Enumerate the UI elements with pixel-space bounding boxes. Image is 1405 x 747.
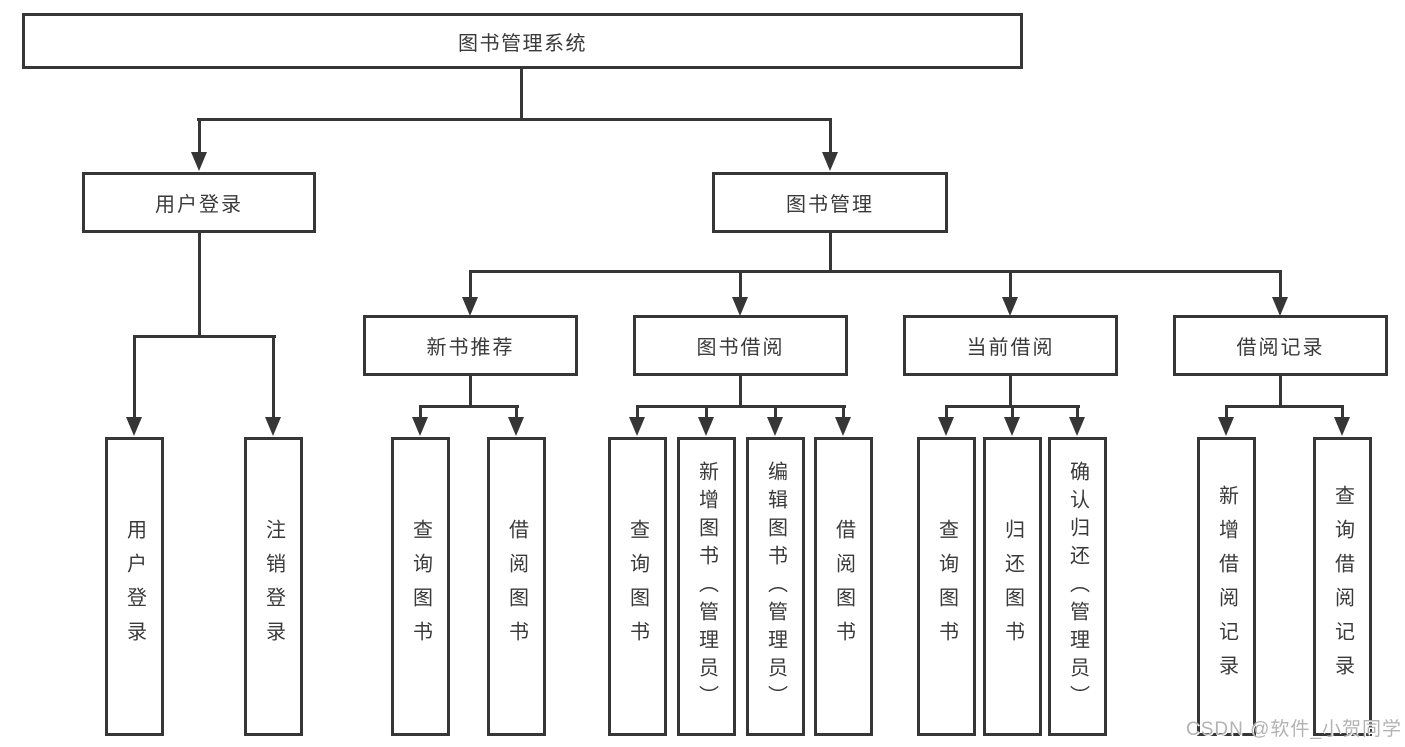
node-label: 图书管理 — [786, 194, 874, 216]
node-book-borrowing: 图书借阅 — [633, 315, 848, 376]
connector-line — [469, 270, 472, 299]
connector-line — [133, 335, 276, 338]
leaf-add-borrow-record: 新增借阅记录 — [1197, 437, 1256, 736]
arrow-down-icon — [265, 417, 281, 436]
connector-line — [829, 118, 832, 154]
connector-line — [520, 69, 523, 118]
connector-line — [945, 405, 948, 420]
arrow-down-icon — [822, 152, 838, 171]
connector-line — [739, 376, 742, 407]
leaf-edit-book-admin: 编辑图书（管理员） — [746, 437, 805, 736]
connector-line — [829, 233, 832, 273]
leaf-query-borrow-record: 查询借阅记录 — [1313, 437, 1372, 736]
connector-line — [469, 270, 1282, 273]
connector-line — [419, 405, 422, 420]
connector-line — [515, 405, 518, 420]
node-library-management-system: 图书管理系统 — [22, 13, 1023, 69]
connector-line — [1279, 270, 1282, 299]
leaf-borrow-books: 借阅图书 — [814, 437, 873, 736]
arrow-down-icon — [1334, 417, 1350, 436]
watermark: CSDN @软件_小贺同学 — [1186, 719, 1402, 740]
connector-line — [272, 335, 275, 419]
arrow-down-icon — [835, 417, 851, 436]
leaf-label: 查询图书 — [626, 518, 649, 655]
leaf-logout: 注销登录 — [244, 437, 303, 736]
leaf-add-book-admin: 新增图书（管理员） — [677, 437, 736, 736]
node-label: 借阅记录 — [1236, 337, 1325, 359]
node-current-borrowing: 当前借阅 — [903, 315, 1118, 376]
connector-line — [842, 405, 845, 420]
leaf-label: 借阅图书 — [832, 518, 855, 655]
arrow-down-icon — [412, 417, 428, 436]
leaf-borrow-books-recommend: 借阅图书 — [487, 437, 546, 736]
connector-line — [469, 376, 472, 407]
leaf-label: 查询图书 — [935, 518, 958, 655]
connector-line — [774, 405, 777, 420]
arrow-down-icon — [1218, 417, 1234, 436]
node-label: 用户登录 — [155, 194, 243, 216]
leaf-user-login: 用户登录 — [105, 437, 164, 736]
leaf-confirm-return-admin: 确认归还（管理员） — [1048, 437, 1107, 736]
connector-line — [1009, 270, 1012, 299]
connector-line — [1341, 405, 1344, 420]
connector-line — [1225, 405, 1228, 420]
leaf-label: 新增借阅记录 — [1215, 484, 1238, 689]
leaf-label: 注销登录 — [262, 518, 285, 655]
leaf-query-books-recommend: 查询图书 — [391, 437, 450, 736]
connector-line — [197, 118, 832, 121]
arrow-down-icon — [508, 417, 524, 436]
arrow-down-icon — [126, 417, 142, 436]
connector-line — [1076, 405, 1079, 420]
connector-line — [1011, 405, 1014, 420]
arrow-down-icon — [767, 417, 783, 436]
node-new-book-recommend: 新书推荐 — [363, 315, 578, 376]
connector-line — [1009, 376, 1012, 407]
connector-line — [133, 335, 136, 419]
connector-line — [1225, 405, 1344, 408]
node-user-login: 用户登录 — [82, 172, 316, 233]
leaf-label: 新增图书（管理员） — [695, 460, 718, 713]
leaf-label: 编辑图书（管理员） — [764, 460, 787, 713]
arrow-down-icon — [1069, 417, 1085, 436]
leaf-label: 归还图书 — [1001, 518, 1024, 655]
node-label: 图书管理系统 — [458, 32, 587, 55]
connector-line — [198, 233, 201, 335]
arrow-down-icon — [732, 297, 748, 316]
leaf-query-books-borrowing: 查询图书 — [608, 437, 667, 736]
node-label: 当前借阅 — [966, 337, 1055, 359]
leaf-return-book: 归还图书 — [983, 437, 1042, 736]
arrow-down-icon — [191, 152, 207, 171]
leaf-label: 用户登录 — [123, 518, 146, 655]
node-label: 新书推荐 — [426, 337, 515, 359]
arrow-down-icon — [1002, 297, 1018, 316]
arrow-down-icon — [938, 417, 954, 436]
arrow-down-icon — [1272, 297, 1288, 316]
leaf-label: 确认归还（管理员） — [1066, 460, 1089, 713]
arrow-down-icon — [629, 417, 645, 436]
leaf-label: 查询借阅记录 — [1331, 484, 1354, 689]
node-borrow-records: 借阅记录 — [1173, 315, 1388, 376]
connector-line — [198, 118, 201, 154]
node-book-management: 图书管理 — [712, 172, 948, 233]
connector-line — [705, 405, 708, 420]
leaf-label: 查询图书 — [409, 518, 432, 655]
connector-line — [636, 405, 846, 408]
arrow-down-icon — [698, 417, 714, 436]
connector-line — [636, 405, 639, 420]
arrow-down-icon — [462, 297, 478, 316]
arrow-down-icon — [1004, 417, 1020, 436]
connector-line — [1279, 376, 1282, 407]
node-label: 图书借阅 — [696, 337, 785, 359]
leaf-query-books-current: 查询图书 — [917, 437, 976, 736]
connector-line — [739, 270, 742, 299]
leaf-label: 借阅图书 — [505, 518, 528, 655]
connector-line — [419, 405, 519, 408]
